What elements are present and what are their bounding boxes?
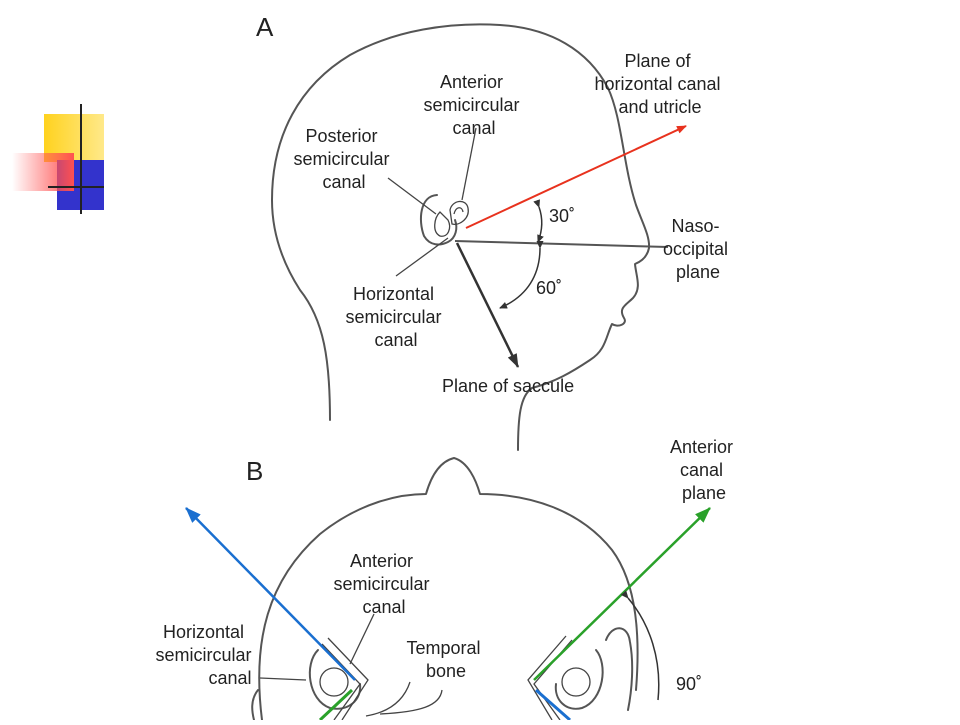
slide-decoration [12, 104, 104, 214]
leader-horizontal-b [259, 677, 307, 681]
naso-occipital-line [454, 240, 669, 248]
leader-temporal-bone-2 [379, 689, 443, 715]
saccule-plane-arrow [455, 242, 520, 368]
horizontal-plane-arrow [465, 125, 687, 229]
plane-saccule-label: Plane of saccule [442, 376, 574, 396]
head-profile-outline [271, 23, 651, 451]
temporal-bone-label: Temporal bone [406, 638, 485, 681]
anterior-canal-plane-arrow [533, 507, 711, 681]
ear-canals-a [419, 194, 469, 246]
leader-anterior-b [349, 613, 375, 665]
leader-horizontal-a [395, 237, 449, 277]
anterior-canal-plane-label: Anterior canal plane [670, 437, 738, 503]
angle-60-label: 60˚ [536, 278, 562, 298]
panel-a-label: A [256, 12, 274, 42]
left-canal-plane-arrow [185, 507, 356, 681]
angle-arc-90 [620, 590, 660, 701]
angle-arc-60 [499, 240, 544, 309]
left-ear-outline [251, 689, 259, 721]
panel-a: A Anterior semicircular canal Posterior [256, 12, 733, 451]
left-canal-assembly [185, 507, 369, 722]
leader-posterior-a [387, 177, 437, 215]
head-top-outline [258, 457, 639, 721]
panel-b-label: B [246, 456, 263, 486]
horizontal-canal-label-b: Horizontal semicircular canal [155, 622, 256, 688]
leader-temporal-bone-1 [365, 681, 411, 717]
anterior-canal-label-b: Anterior semicircular canal [333, 551, 434, 617]
angle-arc-30 [533, 199, 544, 243]
angle-90-label: 90˚ [676, 674, 702, 694]
angle-30-label: 30˚ [549, 206, 575, 226]
right-ear-outline [605, 627, 634, 711]
plane-horizontal-canal-label: Plane of horizontal canal and utricle [594, 51, 725, 117]
posterior-canal-label-a: Posterior semicircular canal [293, 126, 394, 192]
naso-occipital-label: Naso- occipital plane [663, 216, 733, 282]
panel-b: B [155, 437, 738, 722]
horizontal-canal-label-a: Horizontal semicircular canal [345, 284, 446, 350]
anterior-canal-label-a: Anterior semicircular canal [423, 72, 524, 138]
leader-anterior-a [461, 127, 477, 201]
